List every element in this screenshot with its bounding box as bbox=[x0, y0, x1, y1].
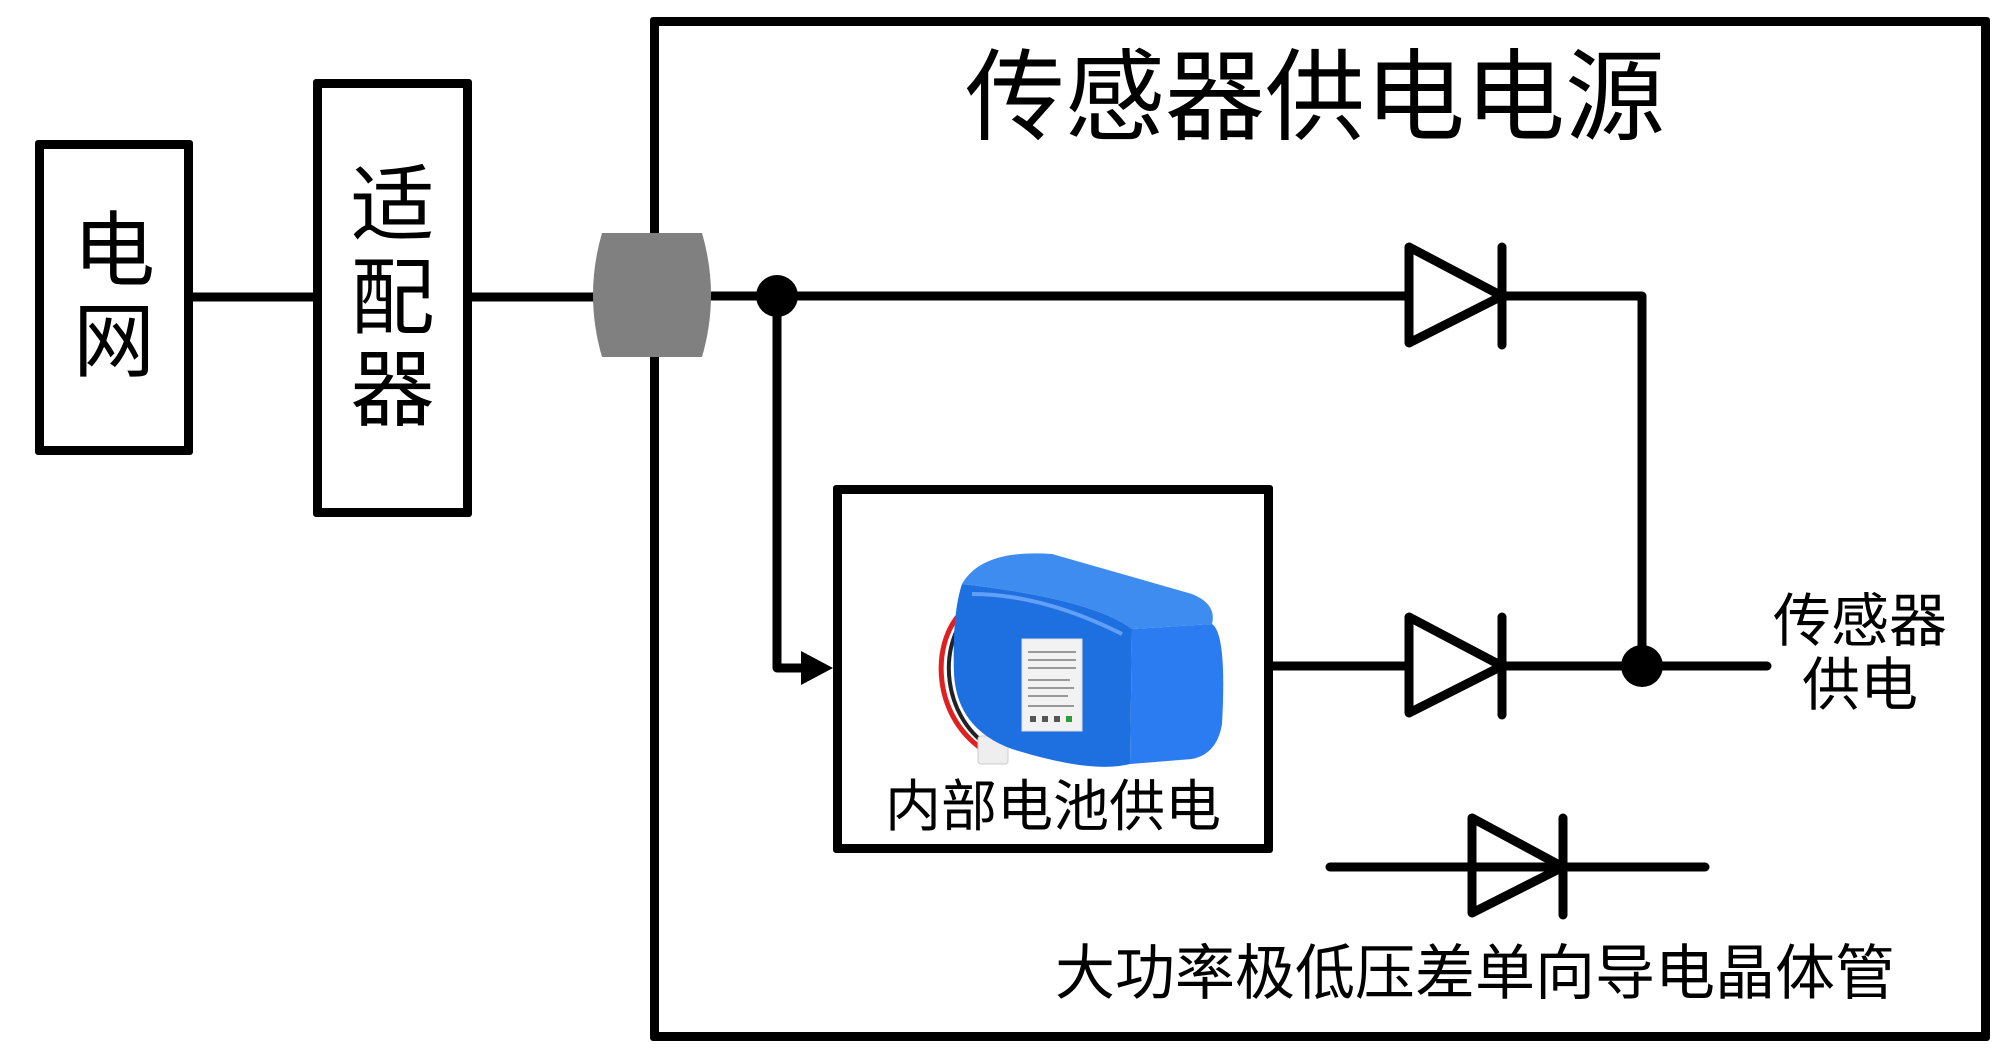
power-supply-title: 传感器供电电源 bbox=[965, 39, 1665, 156]
arrowhead-icon bbox=[801, 651, 833, 685]
sensor-output-label-line2: 供电 bbox=[1801, 650, 1918, 719]
battery-pack-icon bbox=[938, 553, 1224, 767]
diode-legend-text: 大功率极低压差单向导电晶体管 bbox=[1055, 939, 1895, 1009]
internal-battery-box: 内部电池供电 bbox=[833, 485, 1273, 853]
adapter-char-3: 器 bbox=[350, 341, 435, 440]
diode-icon bbox=[1404, 612, 1507, 720]
wire-to-battery bbox=[772, 291, 810, 673]
junction-dot bbox=[756, 275, 798, 317]
legend-diode-icon bbox=[1325, 813, 1710, 920]
junction-dot bbox=[1621, 645, 1663, 687]
wire-top-to-output bbox=[1497, 291, 1647, 671]
grid-char-1: 电 bbox=[72, 204, 155, 300]
grid-char-2: 网 bbox=[72, 294, 155, 390]
adapter-char-1: 适 bbox=[350, 156, 435, 255]
grid-box: 电 网 bbox=[35, 140, 193, 455]
sensor-power-supply-box bbox=[650, 17, 1990, 1041]
adapter-char-2: 配 bbox=[350, 248, 435, 347]
sensor-output-label: 传感器 供电 bbox=[1760, 587, 1960, 719]
battery-label: 内部电池供电 bbox=[885, 775, 1221, 840]
grid-label: 电 网 bbox=[44, 149, 184, 446]
adapter-box: 适 配 器 bbox=[313, 79, 472, 517]
connector-icon bbox=[593, 233, 711, 357]
adapter-label: 适 配 器 bbox=[322, 88, 463, 508]
sensor-output-label-line1: 传感器 bbox=[1772, 587, 1947, 655]
diode-icon bbox=[1404, 242, 1507, 350]
